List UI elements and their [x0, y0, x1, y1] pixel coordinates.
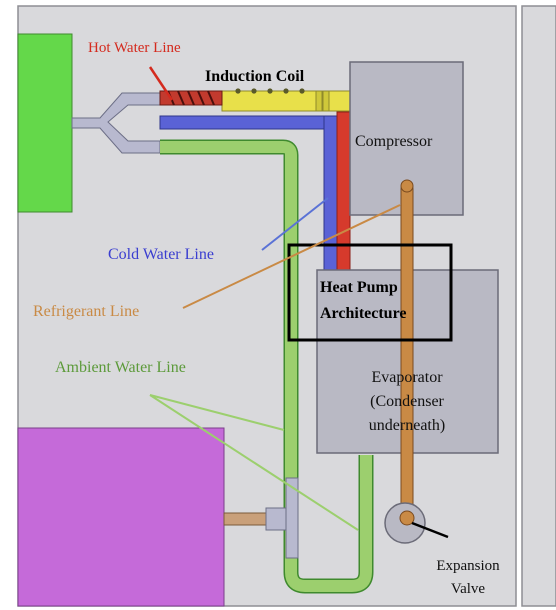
ambient-pipe-branch	[223, 512, 269, 526]
hot-water-line-label: Hot Water Line	[88, 40, 181, 56]
evaporator-label-3: underneath)	[369, 417, 445, 434]
pipe-manifold	[71, 92, 161, 154]
ambient-leader-1	[149, 394, 285, 431]
ambient-water-line-label: Ambient Water Line	[55, 359, 186, 376]
cold-water-leader	[261, 197, 329, 251]
green-tank	[17, 33, 73, 213]
compressor-label: Compressor	[355, 133, 433, 150]
ambient-water-pipe	[160, 141, 372, 592]
evaporator-label-2: (Condenser	[370, 393, 444, 410]
heat-pump-label-1: Heat Pump	[320, 279, 398, 296]
heat-pump-label-2: Architecture	[320, 305, 406, 322]
expansion-label-2: Valve	[451, 581, 485, 597]
induction-coil-label: Induction Coil	[205, 68, 305, 85]
refrigerant-line-label: Refrigerant Line	[33, 303, 139, 320]
refrigerant-leader	[182, 204, 401, 309]
t-junction-vertical	[285, 477, 299, 559]
side-panel	[521, 5, 556, 607]
cold-water-line-label: Cold Water Line	[108, 246, 214, 263]
ambient-leader-2	[149, 394, 359, 531]
coil-collar-2	[322, 90, 330, 112]
hot-water-pipe-vertical	[336, 111, 351, 285]
refrigerant-pipe-cap	[400, 179, 414, 193]
purple-tank	[17, 427, 225, 607]
induction-coil-body	[221, 90, 353, 112]
coil-collar	[315, 90, 323, 112]
evaporator-label-1: Evaporator	[371, 369, 443, 386]
expansion-valve-core	[399, 510, 415, 526]
hot-water-leader	[148, 66, 174, 101]
cold-water-pipe-vertical	[323, 115, 338, 281]
expansion-leader	[411, 521, 449, 539]
induction-coil-bumps	[235, 88, 305, 94]
heat-pump-frame	[287, 243, 453, 342]
expansion-label-1: Expansion	[436, 558, 500, 574]
refrigerant-pipe	[400, 183, 414, 523]
hot-water-coil-windings	[167, 90, 215, 106]
cold-water-pipe-horizontal	[159, 115, 337, 130]
